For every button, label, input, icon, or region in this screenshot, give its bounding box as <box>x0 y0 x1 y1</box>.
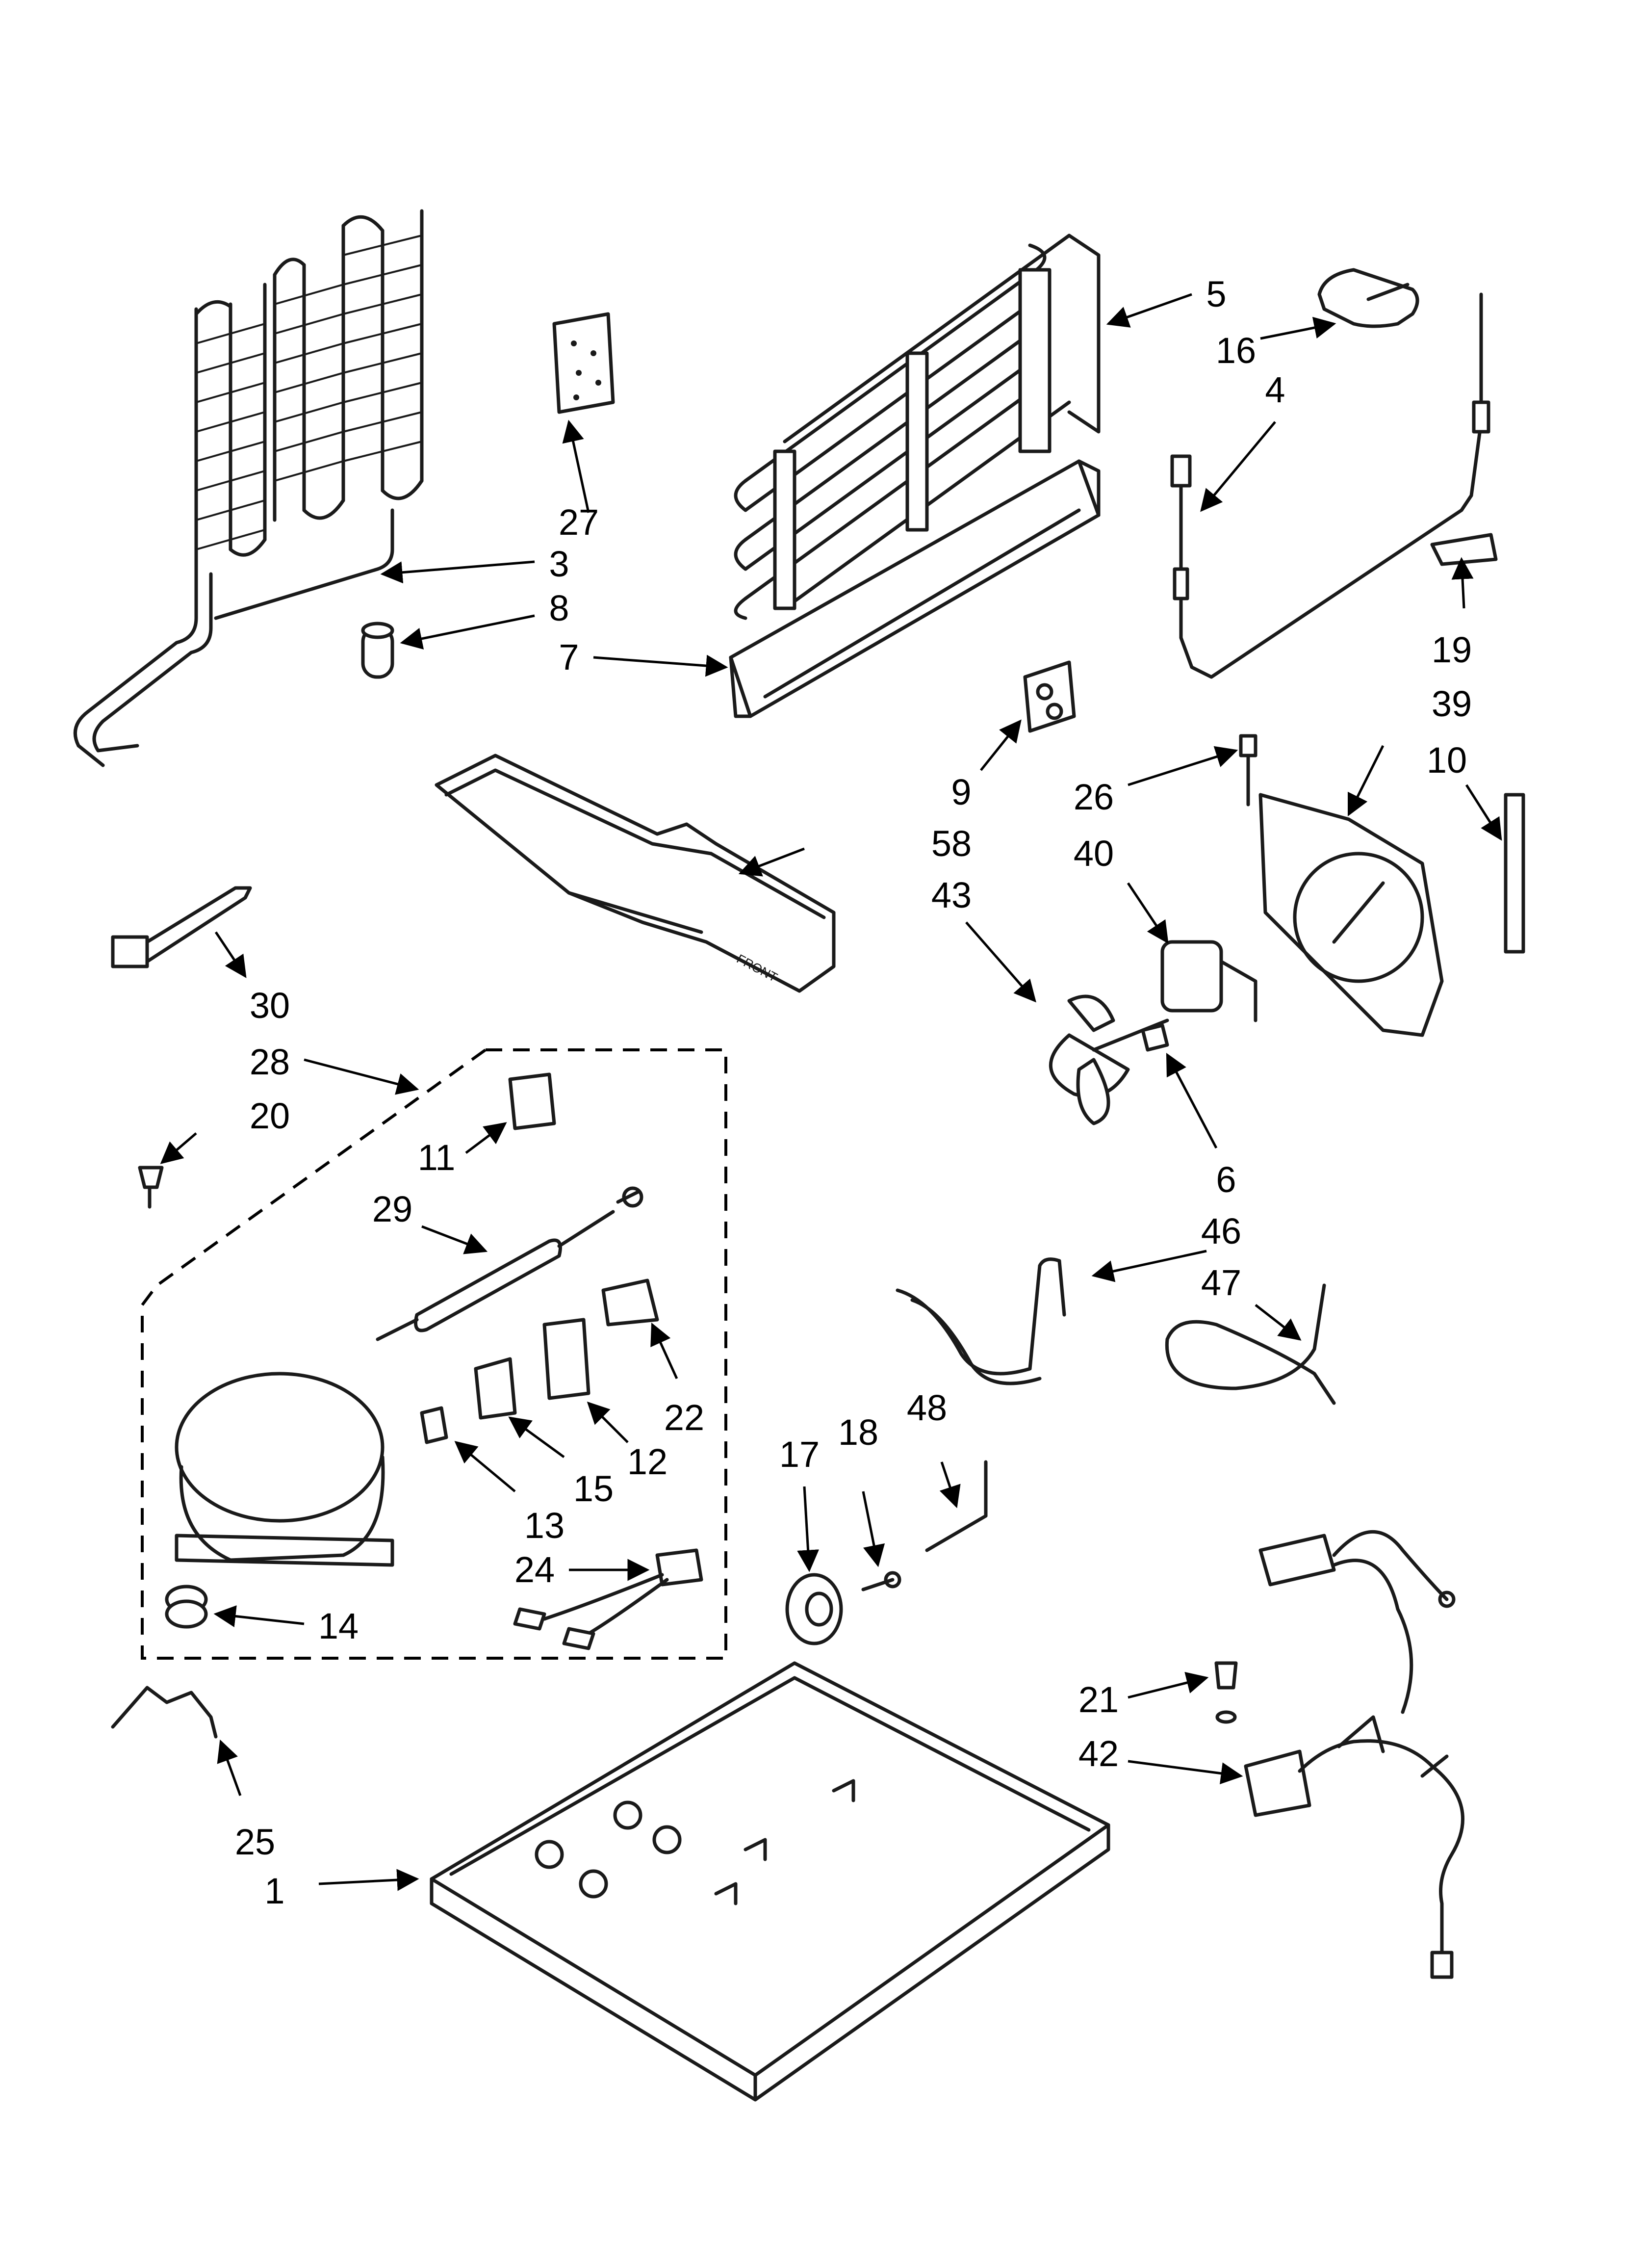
sensor-clip <box>1430 533 1498 566</box>
insulation-strip <box>1504 793 1525 954</box>
compressor-kit-outline <box>141 1048 727 1660</box>
callout-42: 42 <box>1078 1733 1119 1774</box>
callout-9: 9 <box>951 772 971 812</box>
evaporator-tray <box>729 459 1101 718</box>
screw-21 <box>1214 1661 1238 1724</box>
tube-48 <box>925 1460 988 1552</box>
callout-5: 5 <box>1206 274 1226 314</box>
callout-8: 8 <box>549 588 569 628</box>
pin <box>861 1571 901 1591</box>
callout-20: 20 <box>250 1095 290 1136</box>
fan-blade <box>1049 994 1169 1125</box>
screw-20 <box>138 1166 164 1209</box>
base-frame <box>430 1661 1110 2102</box>
bracket <box>1023 660 1076 733</box>
fan-shroud <box>1258 793 1444 1037</box>
drier <box>376 1186 643 1341</box>
callout-11: 11 <box>418 1137 456 1178</box>
relay-11 <box>508 1072 556 1130</box>
leader-lines <box>160 293 1502 1891</box>
overload-12 <box>542 1318 590 1400</box>
callout-40: 40 <box>1074 833 1114 874</box>
callout-1: 1 <box>264 1871 284 1911</box>
screw-6 <box>1141 1023 1169 1052</box>
compressor <box>175 1372 394 1567</box>
callout-25: 25 <box>235 1822 275 1862</box>
cable-tie <box>111 886 252 968</box>
callout-24: 24 <box>514 1549 555 1590</box>
callout-22: 22 <box>664 1397 704 1438</box>
callout-43: 43 <box>931 875 972 915</box>
callout-labels: 27 3 8 7 5 16 4 19 39 10 9 26 58 40 43 3… <box>235 274 1472 1911</box>
tube-46 <box>896 1257 1066 1385</box>
compressor-harness <box>513 1548 703 1650</box>
callout-27: 27 <box>559 502 599 543</box>
sensor-wire <box>1170 292 1490 679</box>
callout-30: 30 <box>250 985 290 1026</box>
fan-motor <box>1160 940 1257 1022</box>
callout-10: 10 <box>1427 740 1467 781</box>
callout-47: 47 <box>1201 1262 1241 1303</box>
callout-17: 17 <box>779 1434 820 1475</box>
callout-39: 39 <box>1432 683 1472 724</box>
callout-4: 4 <box>1265 369 1285 410</box>
callout-18: 18 <box>838 1412 878 1453</box>
relay-15 <box>474 1357 517 1420</box>
relay-cover-22 <box>601 1278 659 1327</box>
callout-46: 46 <box>1201 1211 1241 1251</box>
callout-13: 13 <box>524 1505 564 1546</box>
callout-48: 48 <box>907 1387 947 1428</box>
callout-7: 7 <box>559 637 579 678</box>
filter-pad <box>552 312 615 414</box>
callout-29: 29 <box>372 1189 412 1229</box>
capacitor <box>361 622 394 679</box>
callout-3: 3 <box>549 544 569 584</box>
callout-21: 21 <box>1078 1679 1119 1720</box>
callout-28: 28 <box>250 1042 290 1082</box>
foam-block <box>1317 268 1419 328</box>
wire-harness <box>1244 1530 1464 1979</box>
evaporator-coil <box>734 234 1101 620</box>
screw-26 <box>1239 734 1257 807</box>
terminal-13 <box>420 1406 448 1444</box>
wire-clip <box>111 1686 218 1739</box>
roller <box>785 1573 843 1645</box>
callout-58: 58 <box>931 823 972 864</box>
callout-19: 19 <box>1432 629 1472 670</box>
callout-26: 26 <box>1074 777 1114 817</box>
callout-6: 6 <box>1216 1159 1236 1200</box>
condenser-coil <box>73 209 424 767</box>
grommet <box>165 1585 208 1629</box>
tube-47 <box>1165 1283 1336 1405</box>
drain-pan: FRONT <box>435 754 836 993</box>
callout-15: 15 <box>573 1468 614 1509</box>
callout-12: 12 <box>627 1441 667 1482</box>
callout-16: 16 <box>1216 330 1256 371</box>
callout-14: 14 <box>318 1606 359 1646</box>
